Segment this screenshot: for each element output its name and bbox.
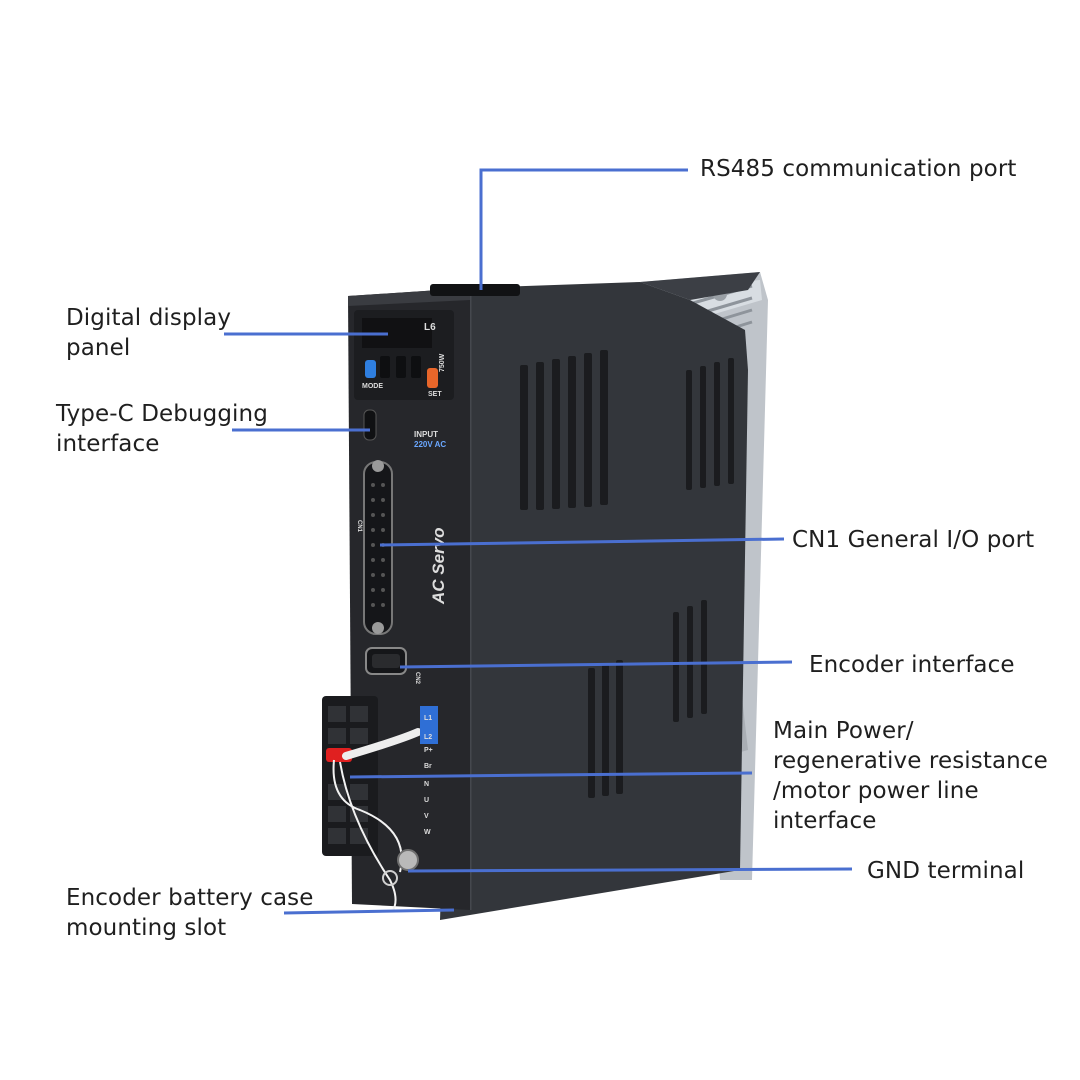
gnd-terminal-label: GND terminal [867,858,1025,884]
battery-slot-label: Encoder battery case mounting slot [66,885,314,941]
terminal-label: P+ [424,747,433,754]
terminal-label: U [424,797,429,804]
terminal-label: W [424,829,431,836]
rs485-port [430,284,520,296]
terminal-label: V [424,813,429,820]
typec-interface-label: Type-C Debugging interface [56,401,268,457]
main-power-interface-label: Main Power/ regenerative resistance /mot… [773,718,1048,834]
power-label: 750W [439,353,446,372]
display-panel-label: Digital display panel [66,305,232,361]
cn1-port-label: CN1 General I/O port [792,527,1035,553]
brand-vertical-label: AC Servo [429,527,448,605]
cn1-label: CN1 [356,520,362,533]
mode-key [365,360,376,378]
device-front: L6 750W MODE SET INPUT 220V AC [322,284,520,913]
callout-lines [224,168,853,915]
terminal-labels: L1 L2 P+ Br N U V W [424,715,433,836]
terminal-label: Br [424,763,432,770]
battery-callout-line [283,908,455,915]
terminal-highlight [420,706,438,744]
input-label: INPUT [414,430,438,439]
main-power-callout-line [349,771,753,779]
set-key [427,368,438,388]
rs485-port-label: RS485 communication port [700,156,1017,182]
encoder-interface-label: Encoder interface [809,652,1015,678]
typec-port [363,409,377,441]
gnd-callout-line [407,867,853,873]
cn1-callout-line [379,537,785,547]
rs485-callout-line [479,168,688,290]
cn1-connector [363,461,393,635]
terminal-label: L1 [424,715,432,722]
model-label: L6 [424,322,436,333]
cn1-pins [371,483,385,607]
cn2-label: CN2 [414,672,420,685]
terminal-label: L2 [424,734,432,741]
terminal-label: N [424,781,429,788]
mode-key-label: MODE [362,383,383,390]
device-side [440,272,760,920]
encoder-callout-line [399,660,793,669]
gnd-screw [397,849,419,871]
set-key-label: SET [428,391,442,398]
input-voltage-label: 220V AC [414,440,446,449]
